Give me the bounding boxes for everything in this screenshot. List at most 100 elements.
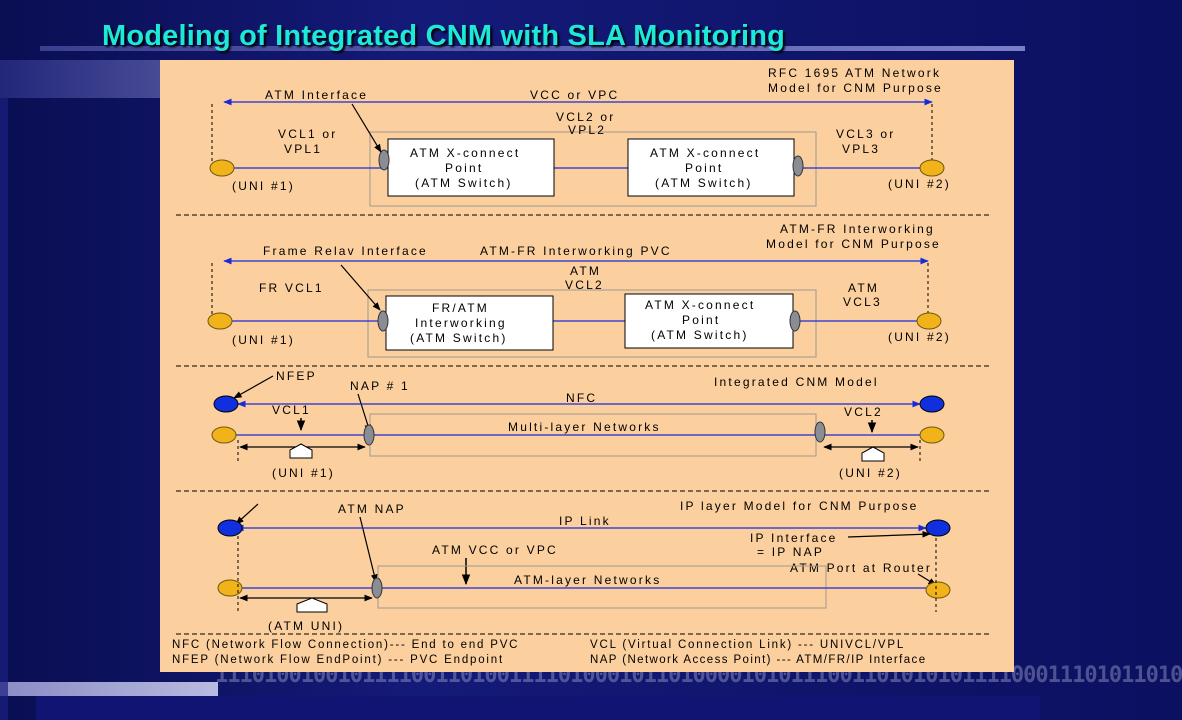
sec2-connection-label: ATM-FR Interworking PVC: [480, 244, 672, 258]
sec1-box2-line3: (ATM Switch): [655, 176, 753, 190]
sec3-nfep-right: [919, 395, 945, 413]
legend-nap: NAP (Network Access Point) --- ATM/FR/IP…: [590, 654, 927, 666]
sec4-link-label: IP Link: [559, 514, 611, 528]
sec3-vcl2-label: VCL2: [844, 405, 883, 419]
sec3-nap-label: NAP # 1: [350, 379, 410, 393]
sec4-port-label: ATM Port at Router: [790, 561, 932, 575]
sec1-switch-group: [369, 131, 817, 207]
sec4-right-endpoint: [925, 581, 951, 599]
sec4-interface-a: IP Interface: [750, 531, 838, 545]
sec2-vcl2-a: ATM: [570, 264, 601, 278]
top-rule-decoration: [40, 46, 1025, 51]
sec2-interworking-box: [385, 295, 554, 351]
sec2-interface-pointer: [340, 264, 381, 311]
sec2-uni1-endpoint: [207, 312, 233, 330]
diagram: RFC 1695 ATM Network Model for CNM Purpo…: [172, 66, 992, 666]
sec1-connection-label: VCC or VPC: [530, 88, 619, 102]
sec3-nfep-left: [213, 395, 239, 413]
sec4-left-endpoint: [217, 579, 243, 597]
sec1-box2-line2: Point: [685, 161, 723, 175]
sec1-box2-line1: ATM X-connect: [650, 146, 760, 160]
sec2-box1-line1: FR/ATM: [432, 301, 489, 315]
sec1-port-2: [792, 155, 804, 177]
sec4-interface-pointer: [847, 530, 931, 538]
sec1-uni1-label: (UNI #1): [232, 179, 295, 193]
legend: NFC (Network Flow Connection)--- End to …: [172, 639, 927, 666]
sec1-model-title-2: Model for CNM Purpose: [768, 81, 943, 95]
legend-vcl: VCL (Virtual Connection Link) --- UNIVCL…: [590, 639, 905, 651]
bottom-stripe-decoration: [0, 682, 218, 696]
sec1-uni2-endpoint: [919, 159, 945, 177]
sec2-vcl3-b: VCL3: [843, 295, 882, 309]
sec4-model-title: IP layer Model for CNM Purpose: [680, 499, 919, 513]
sec4-networks-label: ATM-layer Networks: [514, 573, 661, 587]
section-integrated-cnm: Integrated CNM Model NFEP NAP # 1 NFC Mu…: [211, 369, 945, 480]
sec4-nfep-right: [925, 519, 951, 537]
sec2-model-title-2: Model for CNM Purpose: [766, 237, 941, 251]
sec1-vcl3-a: VCL3 or: [836, 127, 895, 141]
sec3-uni1-label: (UNI #1): [272, 466, 335, 480]
section-atm-fr: ATM-FR Interworking Model for CNM Purpos…: [207, 222, 951, 358]
sec2-switch-box: [624, 293, 794, 349]
page-title: Modeling of Integrated CNM with SLA Moni…: [102, 20, 786, 52]
sec1-switch-box-2: [627, 138, 795, 197]
sec2-box1-line2: Interworking: [415, 316, 507, 330]
sec1-uni1-endpoint: [209, 159, 235, 177]
sec2-box2-line1: ATM X-connect: [645, 298, 755, 312]
sec4-nfep-pointer: [235, 503, 259, 525]
sec3-uni1-endpoint: [211, 426, 237, 444]
sec2-port-2: [789, 310, 801, 332]
sec1-model-title-1: RFC 1695 ATM Network: [768, 66, 941, 80]
legend-nfc: NFC (Network Flow Connection)--- End to …: [172, 639, 519, 651]
sec4-interface-b: = IP NAP: [757, 545, 824, 559]
section-rfc1695: RFC 1695 ATM Network Model for CNM Purpo…: [209, 66, 951, 207]
sec2-model-title-1: ATM-FR Interworking: [780, 222, 935, 236]
sec3-nfep-pointer: [233, 375, 274, 399]
sec2-switch-group: [367, 289, 817, 358]
sec2-box2-line3: (ATM Switch): [651, 328, 749, 342]
sec4-nfep-left: [217, 519, 243, 537]
section-ip-layer: IP layer Model for CNM Purpose ATM NAP I…: [217, 499, 951, 633]
sec2-box1-line3: (ATM Switch): [410, 331, 508, 345]
sec3-nfc-label: NFC: [566, 391, 597, 405]
top-stripe-decoration: [0, 60, 160, 98]
sec3-nfep-label: NFEP: [276, 369, 317, 383]
legend-nfep: NFEP (Network Flow EndPoint) --- PVC End…: [172, 654, 504, 666]
left-bar-decoration: [0, 98, 8, 720]
sec3-uni2-label: (UNI #2): [839, 466, 902, 480]
sec3-vcl1-label: VCL1: [272, 403, 311, 417]
sec3-port-2: [814, 421, 826, 443]
sec3-uni2-endpoint: [919, 426, 945, 444]
sec4-uni-label: (ATM UNI): [268, 619, 344, 633]
sec1-vcl1-b: VPL1: [284, 142, 322, 156]
sec4-nap-label: ATM NAP: [338, 502, 406, 516]
sec4-vcc-label: ATM VCC or VPC: [432, 543, 558, 557]
bottom-bar-decoration: [36, 696, 1040, 720]
sec1-box1-line1: ATM X-connect: [410, 146, 520, 160]
sec1-vcl2-b: VPL2: [568, 123, 606, 137]
sec2-uni1-label: (UNI #1): [232, 333, 295, 347]
sec2-interface-label: Frame Relav Interface: [263, 244, 428, 258]
sec1-interface-label: ATM Interface: [265, 88, 368, 102]
sec4-nap-pointer: [359, 516, 378, 583]
sec2-vcl2-b: VCL2: [565, 278, 604, 292]
sec1-port-1: [378, 149, 390, 171]
sec3-uni1-up-arrow: [289, 443, 313, 459]
sec2-vcl1: FR VCL1: [259, 281, 324, 295]
sec2-box2-line2: Point: [682, 313, 720, 327]
sec2-uni2-label: (UNI #2): [888, 330, 951, 344]
sec2-uni2-endpoint: [916, 312, 942, 330]
sec1-box1-line2: Point: [445, 161, 483, 175]
sec1-vcl1-a: VCL1 or: [278, 127, 337, 141]
sec3-model-title: Integrated CNM Model: [714, 375, 879, 389]
sec1-vcl2-a: VCL2 or: [556, 110, 615, 124]
sec1-uni2-label: (UNI #2): [888, 177, 951, 191]
sec1-switch-box-1: [387, 138, 555, 197]
sec1-box1-line3: (ATM Switch): [415, 176, 513, 190]
sec4-port-1: [371, 577, 383, 599]
sec1-interface-pointer: [351, 103, 382, 153]
sec2-vcl3-a: ATM: [848, 281, 879, 295]
sec3-port-1: [363, 424, 375, 446]
sec2-port-1: [377, 310, 389, 332]
sec4-uni-up-arrow: [296, 597, 328, 613]
